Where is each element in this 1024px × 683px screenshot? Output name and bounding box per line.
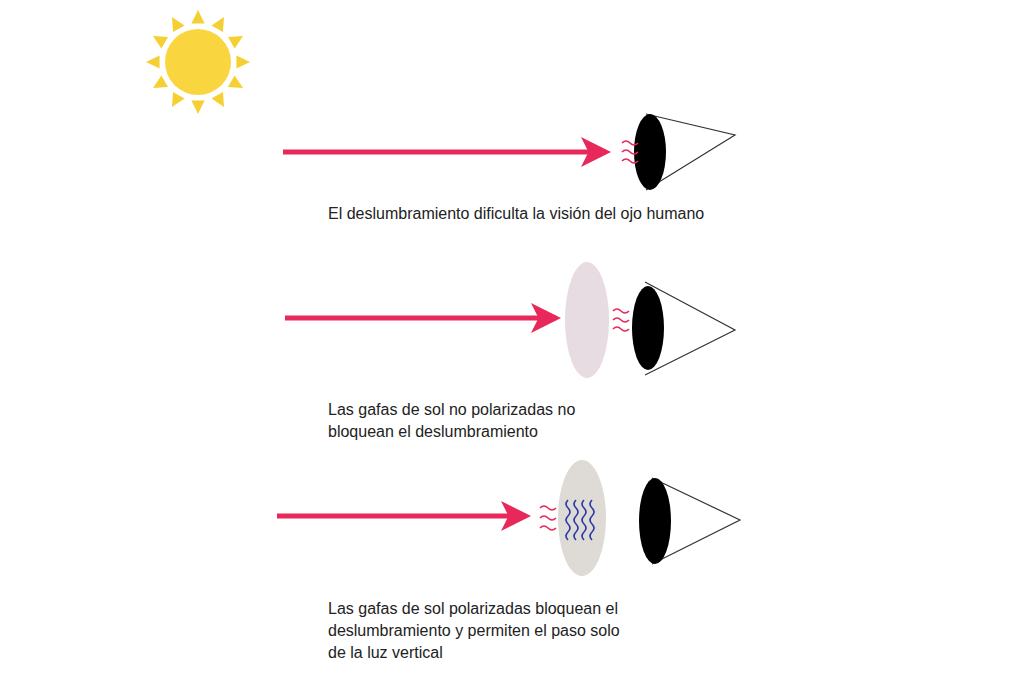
sun-ray <box>191 100 204 114</box>
caption: Las gafas de sol polarizadas bloquean el… <box>328 598 621 664</box>
sun-ray <box>172 92 184 107</box>
caption: El deslumbramiento dificulta la visión d… <box>328 203 704 225</box>
sun-ray <box>228 76 243 88</box>
row-polarized <box>277 460 740 576</box>
sun-ray <box>146 55 160 68</box>
row-naked-eye <box>283 114 735 190</box>
sun <box>146 10 250 114</box>
sun-ray <box>236 55 250 68</box>
sun-ray <box>153 76 168 88</box>
sun-ray <box>153 36 168 48</box>
sun-ray <box>212 92 224 107</box>
sun-ray <box>172 17 184 32</box>
sun-ray <box>228 36 243 48</box>
row-non-polarized <box>285 262 735 378</box>
sun-ray <box>212 17 224 32</box>
caption: Las gafas de sol no polarizadas no bloqu… <box>328 399 579 443</box>
sun-ray <box>191 10 204 24</box>
